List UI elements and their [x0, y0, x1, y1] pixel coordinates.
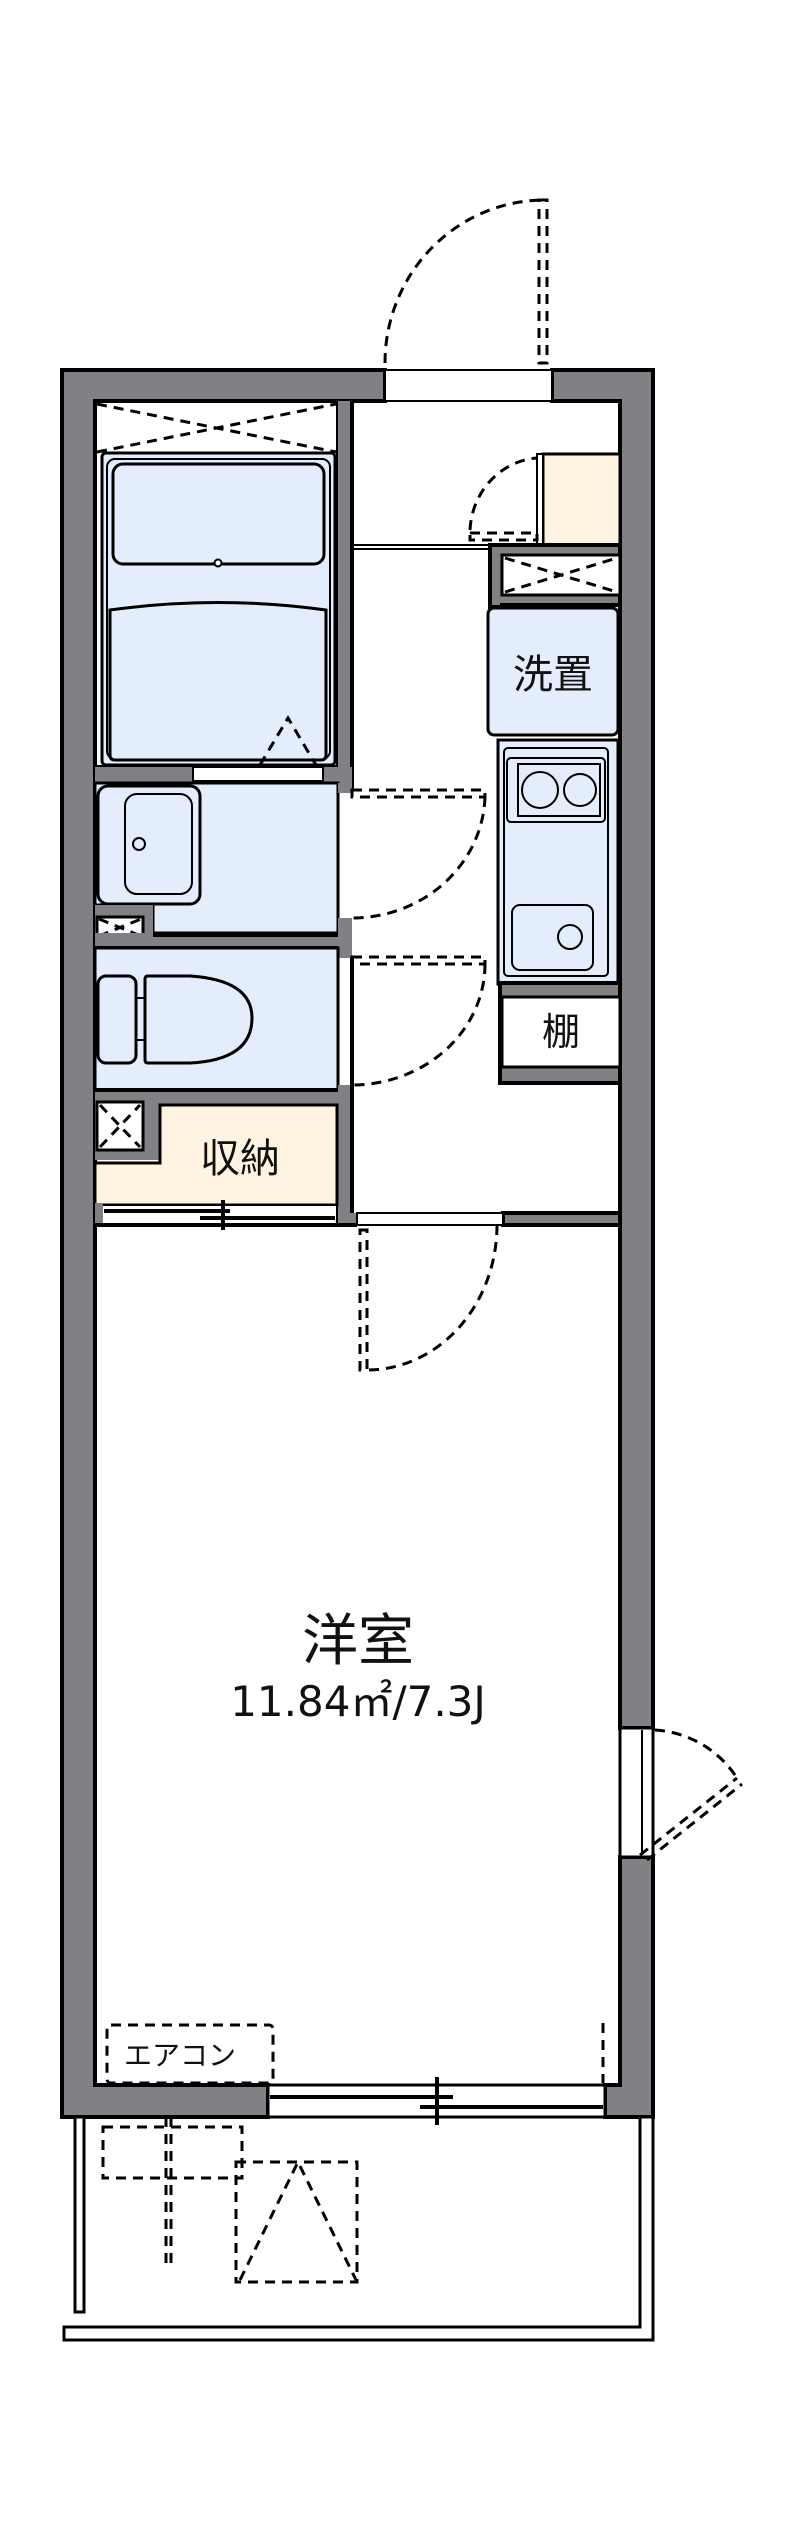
wash-basin: [124, 793, 193, 895]
washer-space: 洗置: [486, 606, 620, 737]
bathroom: [93, 399, 354, 790]
balcony-window[interactable]: [266, 2077, 607, 2125]
burner-right: [563, 773, 597, 807]
washroom: [93, 781, 340, 948]
storage-sliding-door[interactable]: [101, 1204, 338, 1226]
entrance-door-swing: [383, 198, 546, 364]
toilet-bowl: [143, 974, 254, 1065]
room-door[interactable]: [358, 1224, 499, 1372]
bath-door-fold: [258, 715, 318, 766]
western-room-label: 洋室: [302, 1609, 414, 1674]
western-room-area: 11.84㎡/7.3J: [230, 1677, 486, 1726]
entrance-door: [383, 198, 549, 365]
entrance-door-panel: [537, 198, 549, 365]
storage: 収納: [93, 1100, 339, 1230]
side-window[interactable]: [618, 1726, 743, 1862]
shoe-closet-door-swing: [468, 456, 538, 531]
bath-floor: [108, 601, 328, 762]
storage-label: 収納: [200, 1136, 280, 1182]
burner-left: [521, 771, 559, 809]
bath-door-opening: [192, 766, 324, 782]
air-conditioner-label: エアコン: [124, 2039, 236, 2072]
washer-space-label: 洗置: [513, 652, 593, 698]
toilet-door[interactable]: [350, 955, 487, 1087]
room-door-opening: [356, 1212, 504, 1226]
kitchen: [496, 738, 620, 986]
stove: [506, 757, 606, 823]
vanity: [96, 784, 202, 906]
bath-ceiling-hatch: [96, 402, 337, 454]
bathtub: [111, 462, 326, 566]
kitchen-sink: [511, 904, 594, 971]
western-room: 洋室 11.84㎡/7.3J: [230, 1609, 486, 1726]
toilet-room: [93, 946, 340, 1092]
sink-drain: [557, 924, 583, 950]
balcony: [62, 2115, 655, 2342]
evacuation-hatch: [234, 2160, 359, 2284]
entry-hall: [352, 452, 622, 609]
entrance-opening: [384, 369, 553, 402]
basin-drain: [132, 837, 146, 851]
air-conditioner: エアコン: [105, 2023, 275, 2085]
shoe-closet: [541, 452, 622, 547]
toilet-tank: [96, 974, 138, 1065]
shelf: 棚: [498, 981, 622, 1085]
shelf-label: 棚: [542, 1010, 580, 1054]
washroom-door[interactable]: [350, 788, 487, 920]
bathtub-drain: [213, 558, 223, 568]
